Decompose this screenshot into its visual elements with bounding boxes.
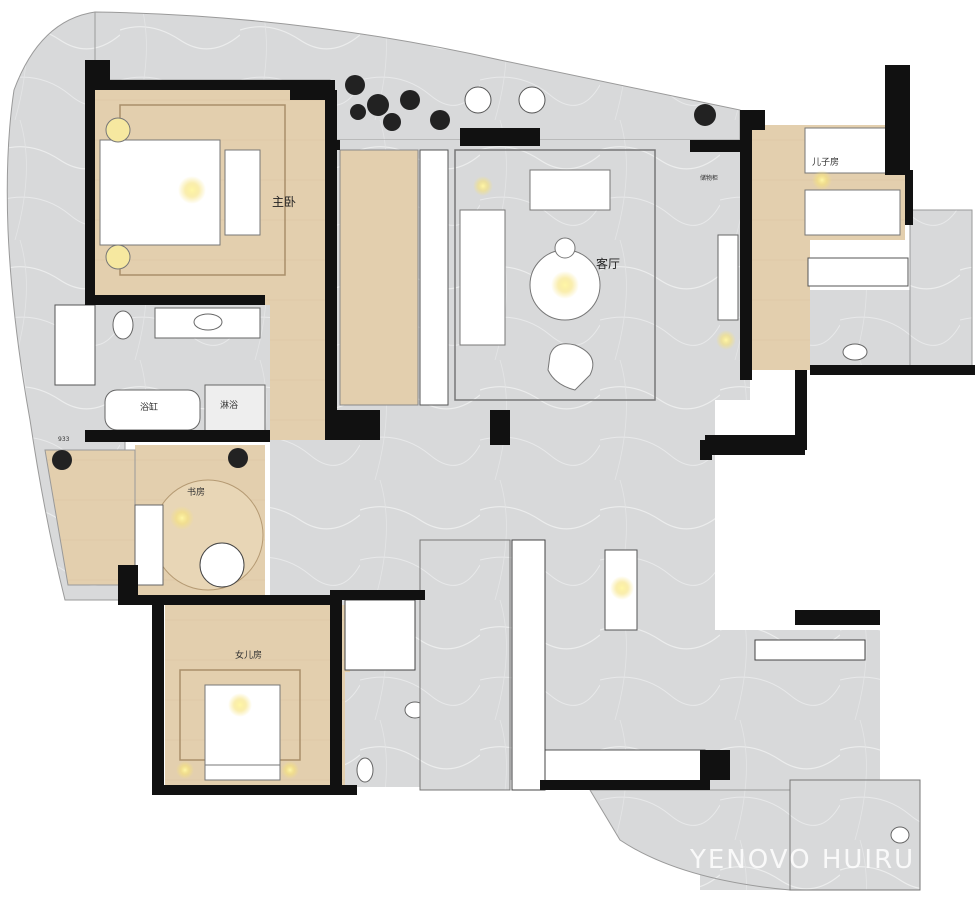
balcony-chairs — [464, 86, 546, 114]
kitchen-cabinets — [511, 539, 546, 791]
son-closet — [807, 257, 909, 287]
tv-console — [717, 234, 739, 321]
small-label: 储物柜 — [700, 174, 718, 182]
watermark: YENOVO HUIRU — [689, 845, 915, 875]
toilet-icon — [356, 757, 374, 783]
south-balcony — [589, 789, 791, 891]
room-label-living: 客厅 — [596, 256, 620, 271]
walls — [85, 60, 975, 795]
ceiling-light-icon — [473, 176, 493, 196]
ceiling-light-icon — [716, 330, 736, 350]
sink-icon — [890, 826, 910, 844]
shower — [204, 384, 266, 436]
armchair-top — [529, 169, 611, 211]
master-wardrobe — [339, 149, 419, 406]
annex-cabinets — [754, 639, 866, 661]
ceiling-light-icon — [228, 693, 252, 717]
master-nightstand-lamp — [105, 117, 131, 143]
son-bed-upper — [804, 127, 901, 174]
room-label-shower: 淋浴 — [220, 399, 238, 411]
room-label-son: 儿子房 — [812, 156, 839, 168]
sofa — [459, 209, 506, 346]
room-label-daughter: 女儿房 — [235, 649, 262, 661]
study-chair — [199, 542, 245, 588]
daughter-bed-pillows — [204, 764, 281, 781]
study-desk — [134, 504, 164, 586]
ceiling-light-icon — [281, 761, 299, 779]
toilet-icon — [112, 310, 134, 340]
balcony-north — [94, 11, 741, 141]
room-label-study: 书房 — [187, 486, 205, 498]
master-wardrobe-2 — [419, 149, 449, 406]
ceiling-light-icon — [812, 170, 832, 190]
master-bed-pillows — [224, 149, 261, 236]
dimension-label: 933 — [58, 436, 70, 443]
son-bed-lower — [804, 189, 901, 236]
room-label-master: 主卧 — [272, 195, 296, 209]
master-nightstand-lamp — [105, 244, 131, 270]
son-balcony — [909, 209, 973, 371]
kitchen-counter — [544, 749, 706, 783]
ceiling-light-icon — [610, 576, 634, 600]
utility-room — [419, 539, 511, 791]
master-bath-cabinet — [54, 304, 96, 386]
room-label-bathtub: 浴缸 — [140, 401, 158, 413]
sink-icon — [842, 343, 868, 361]
lounge-chair — [547, 343, 594, 391]
daughter-wardrobe — [344, 599, 416, 671]
ceiling-light-icon — [176, 761, 194, 779]
side-table — [554, 237, 576, 259]
son-room-floor — [748, 125, 810, 370]
sink-icon — [193, 313, 223, 331]
ceiling-light-icon — [551, 271, 579, 299]
plant-icons — [52, 75, 716, 470]
ceiling-light-icon — [170, 506, 194, 530]
ceiling-light-icon — [178, 176, 206, 204]
